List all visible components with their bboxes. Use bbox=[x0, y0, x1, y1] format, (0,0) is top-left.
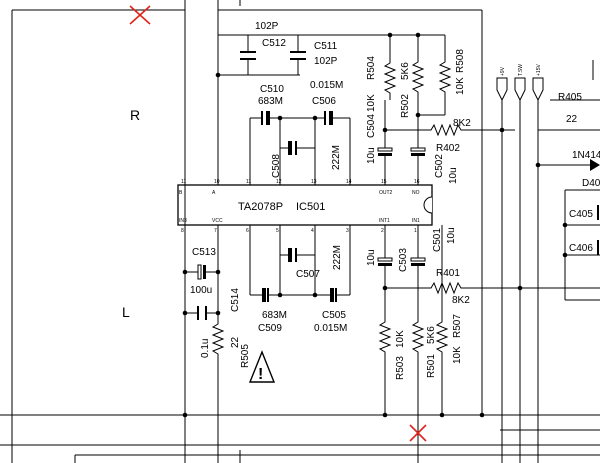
ic-bottom-pin-name: IN3 bbox=[179, 218, 187, 224]
diode-1n414 bbox=[590, 159, 600, 171]
cap-10u-lower: 10u bbox=[366, 249, 377, 266]
c506-ref: C506 bbox=[312, 96, 336, 107]
ic-bottom-pin-number: 5 bbox=[276, 228, 279, 234]
c505-ref: C505 bbox=[322, 310, 346, 321]
c509-ref: C509 bbox=[258, 323, 282, 334]
labels: R L 102P C512 C511 102P 0.015M C510 683M… bbox=[122, 21, 600, 380]
ic-bottom-pin-number: 2 bbox=[381, 228, 384, 234]
red-x-marks bbox=[129, 5, 427, 442]
r401-value: 8K2 bbox=[452, 295, 470, 306]
c506-value: 0.015M bbox=[310, 80, 343, 91]
ic-top-pin-number: 10 bbox=[214, 179, 220, 185]
ic-top-pin-name: NO bbox=[412, 190, 420, 196]
supply-9v-label: +9V bbox=[500, 66, 506, 76]
r402-ref: R402 bbox=[436, 143, 460, 154]
c513-value: 100u bbox=[190, 285, 212, 296]
r402-value: 8K2 bbox=[453, 118, 471, 129]
c406-ref: C406 bbox=[569, 243, 593, 254]
junctions bbox=[182, 32, 568, 418]
ic-part: TA2078P bbox=[238, 201, 283, 213]
r502-value: 5K6 bbox=[400, 62, 411, 80]
ic-bottom-pin-number: 6 bbox=[246, 228, 249, 234]
ic-bottom-pin-name: VCC bbox=[212, 218, 223, 224]
cut-mark-icon bbox=[129, 5, 151, 25]
ic-ref: IC501 bbox=[296, 201, 325, 213]
c512-value: 102P bbox=[255, 21, 279, 32]
c503-ref: C503 bbox=[398, 248, 409, 272]
channel-right-label: R bbox=[130, 107, 140, 123]
c507-value: 222M bbox=[332, 245, 343, 270]
r508-value: 10K bbox=[455, 77, 466, 95]
r405-ref: R405 bbox=[558, 92, 582, 103]
channel-left-label: L bbox=[122, 304, 130, 320]
c505-value: 0.015M bbox=[314, 323, 347, 334]
ic-top-pin-name: B bbox=[179, 190, 183, 196]
c510-ref: C510 bbox=[260, 84, 284, 95]
ic-bottom-pin-number: 7 bbox=[214, 228, 217, 234]
c514-ref: C514 bbox=[230, 288, 241, 312]
d1n414-label: 1N414 bbox=[572, 150, 600, 161]
ic-top-pin-number: 12 bbox=[276, 179, 282, 185]
warning-mark: ! bbox=[258, 366, 263, 383]
c510-value: 683M bbox=[258, 96, 283, 107]
ic-top-pin-name: OUT2 bbox=[379, 190, 393, 196]
r405-value: 22 bbox=[566, 114, 578, 125]
r501-value: 5K6 bbox=[426, 326, 437, 344]
r508-ref: R508 bbox=[455, 49, 466, 73]
supply-15v-label: +15V bbox=[536, 64, 542, 76]
ic-top-pin-number: 15 bbox=[381, 179, 387, 185]
c513-ref: C513 bbox=[192, 247, 216, 258]
resistors bbox=[211, 58, 470, 360]
ic-top-pin-number: 11 bbox=[246, 179, 251, 185]
c508-ref: C508 bbox=[271, 154, 282, 178]
c502-ref: C502 bbox=[434, 154, 445, 178]
r505-value: 22 bbox=[230, 336, 241, 348]
r501-ref: R501 bbox=[426, 354, 437, 378]
supply-tsw-label: T.SW bbox=[518, 64, 524, 76]
c514-value: 0.1u bbox=[200, 339, 211, 358]
c509-value: 683M bbox=[262, 310, 287, 321]
c501-ref: C501 bbox=[432, 228, 443, 252]
ic-bottom-pin-number: 1 bbox=[414, 228, 417, 234]
c511-ref: C511 bbox=[314, 41, 338, 52]
supply-connectors: +9V T.SW +15V bbox=[496, 64, 544, 102]
ic-bottom-pin-name: IN1 bbox=[412, 218, 420, 224]
d40-label: D40 bbox=[582, 178, 600, 189]
cap-10u-upper: 10u bbox=[366, 147, 377, 164]
c508-value: 222M bbox=[331, 145, 342, 170]
c502-value: 10u bbox=[448, 167, 459, 184]
r504-ref: R504 bbox=[366, 56, 377, 80]
ic-bottom-pin-number: 4 bbox=[311, 228, 314, 234]
ic-top-pin-number: 16 bbox=[414, 179, 420, 185]
r401-ref: R401 bbox=[436, 268, 460, 279]
ic-bottom-pins: 8 IN3 7 VCC 6 5 4 3 2 INT1 1 IN1 bbox=[179, 218, 420, 234]
cut-mark-icon bbox=[409, 424, 427, 442]
ic-bottom-pin-name: INT1 bbox=[379, 218, 390, 224]
ic-bottom-pin-number: 8 bbox=[181, 228, 184, 234]
ic-bottom-pin-number: 3 bbox=[346, 228, 349, 234]
c501-value: 10u bbox=[446, 227, 457, 244]
r507-ref: R507 bbox=[452, 314, 463, 338]
warning-triangle-icon: ! bbox=[248, 350, 276, 383]
c504-ref: C504 bbox=[366, 114, 377, 138]
r503-ref: R503 bbox=[395, 356, 406, 380]
c512-ref: C512 bbox=[262, 38, 286, 49]
ic-top-pin-name: A bbox=[212, 190, 216, 196]
r504-value: 10K bbox=[366, 94, 377, 112]
ic-top-pin-number: 13 bbox=[311, 179, 317, 185]
r502-ref: R502 bbox=[400, 94, 411, 118]
c507-ref: C507 bbox=[296, 269, 320, 280]
r503-value: 10K bbox=[395, 330, 406, 348]
capacitors bbox=[197, 51, 426, 320]
r505-ref: R505 bbox=[240, 344, 251, 368]
c511-value: 102P bbox=[314, 56, 338, 67]
ic-top-pin-number: 14 bbox=[346, 179, 352, 185]
r507-value: 10K bbox=[452, 346, 463, 364]
ic-top-pin-number: 11 bbox=[181, 179, 186, 185]
c405-ref: C405 bbox=[569, 209, 593, 220]
